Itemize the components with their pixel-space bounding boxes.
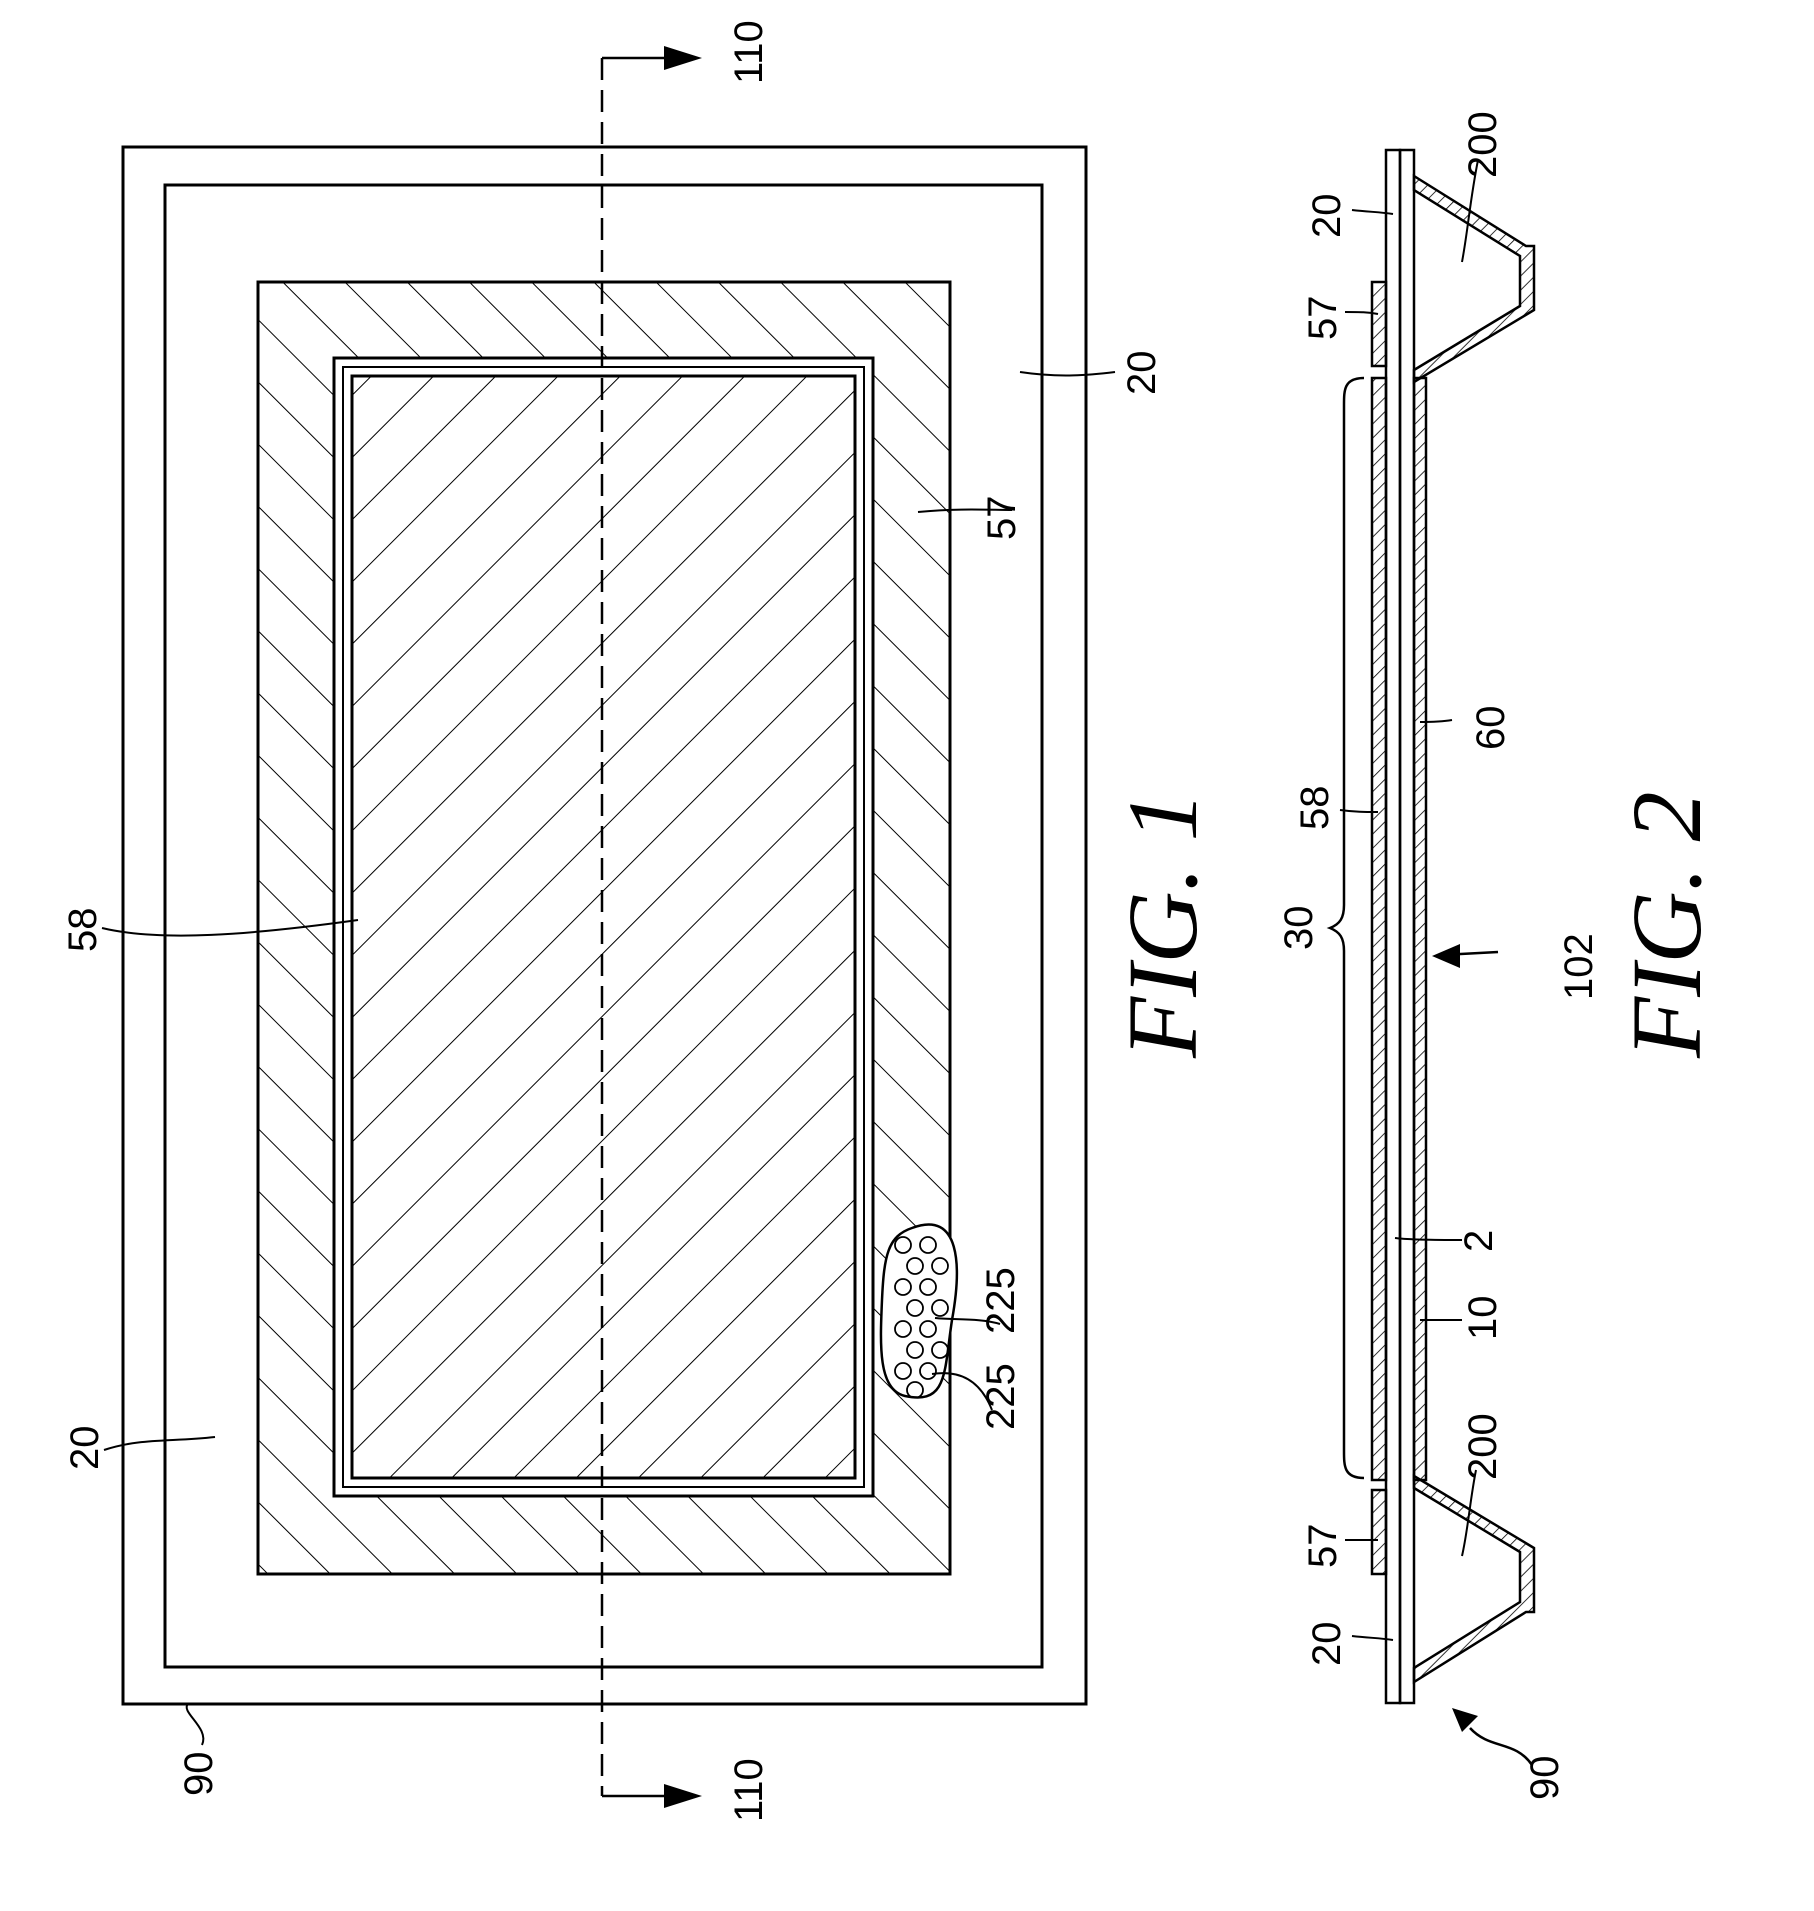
leader-90 [187, 1704, 204, 1745]
label-225-b: 225 [979, 1267, 1023, 1334]
leader-57-top [1345, 312, 1378, 314]
section-arrowhead-top [664, 46, 702, 70]
label-90: 90 [177, 1752, 221, 1797]
section-arrowhead-bottom [664, 1784, 702, 1808]
label-20-left: 20 [63, 1426, 107, 1471]
layer-58 [1372, 378, 1386, 1480]
pad-57-bottom [1372, 1490, 1386, 1574]
arrow-102-head [1432, 944, 1460, 968]
leader-20-left [104, 1437, 215, 1450]
label-30: 30 [1277, 906, 1321, 951]
arrow-90-head [1452, 1708, 1478, 1732]
label-20-top: 20 [1305, 194, 1349, 239]
figure-2: 200 20 57 60 58 30 102 2 10 200 57 20 90… [1277, 111, 1722, 1800]
label-102: 102 [1557, 933, 1601, 1000]
label-90: 90 [1523, 1756, 1567, 1801]
inner-region-58 [352, 376, 855, 1478]
figure-1-caption: FIG. 1 [1107, 791, 1218, 1059]
layer-60 [1414, 378, 1426, 1480]
label-58: 58 [1293, 786, 1337, 831]
label-10: 10 [1461, 1296, 1505, 1341]
brace-30 [1330, 378, 1364, 1478]
label-20-right: 20 [1120, 351, 1164, 396]
label-2: 2 [1457, 1230, 1501, 1252]
dot-pattern-region-225 [881, 1225, 957, 1398]
label-57-bottom: 57 [1301, 1524, 1345, 1569]
label-200-bottom: 200 [1461, 1413, 1505, 1480]
leader-2 [1395, 1238, 1462, 1240]
label-60: 60 [1469, 706, 1513, 751]
label-20-bottom: 20 [1305, 1622, 1349, 1667]
label-57: 57 [980, 496, 1024, 541]
layer-20-strip [1386, 150, 1400, 1703]
label-57-top: 57 [1301, 296, 1345, 341]
pad-57-top [1372, 282, 1386, 366]
label-110-bottom: 110 [727, 1758, 771, 1822]
tray-200-top [1414, 176, 1534, 382]
label-200-top: 200 [1461, 111, 1505, 178]
leader-20-right [1020, 372, 1115, 375]
figure-2-caption: FIG. 2 [1611, 791, 1722, 1059]
figure-1: 90 110 110 20 20 57 58 225 225 FIG. 1 [61, 20, 1218, 1822]
label-58: 58 [61, 908, 105, 953]
tray-200-bottom [1414, 1476, 1534, 1682]
layer-base-strip [1400, 150, 1414, 1703]
label-225-a: 225 [979, 1363, 1023, 1430]
label-110-top: 110 [727, 20, 771, 84]
